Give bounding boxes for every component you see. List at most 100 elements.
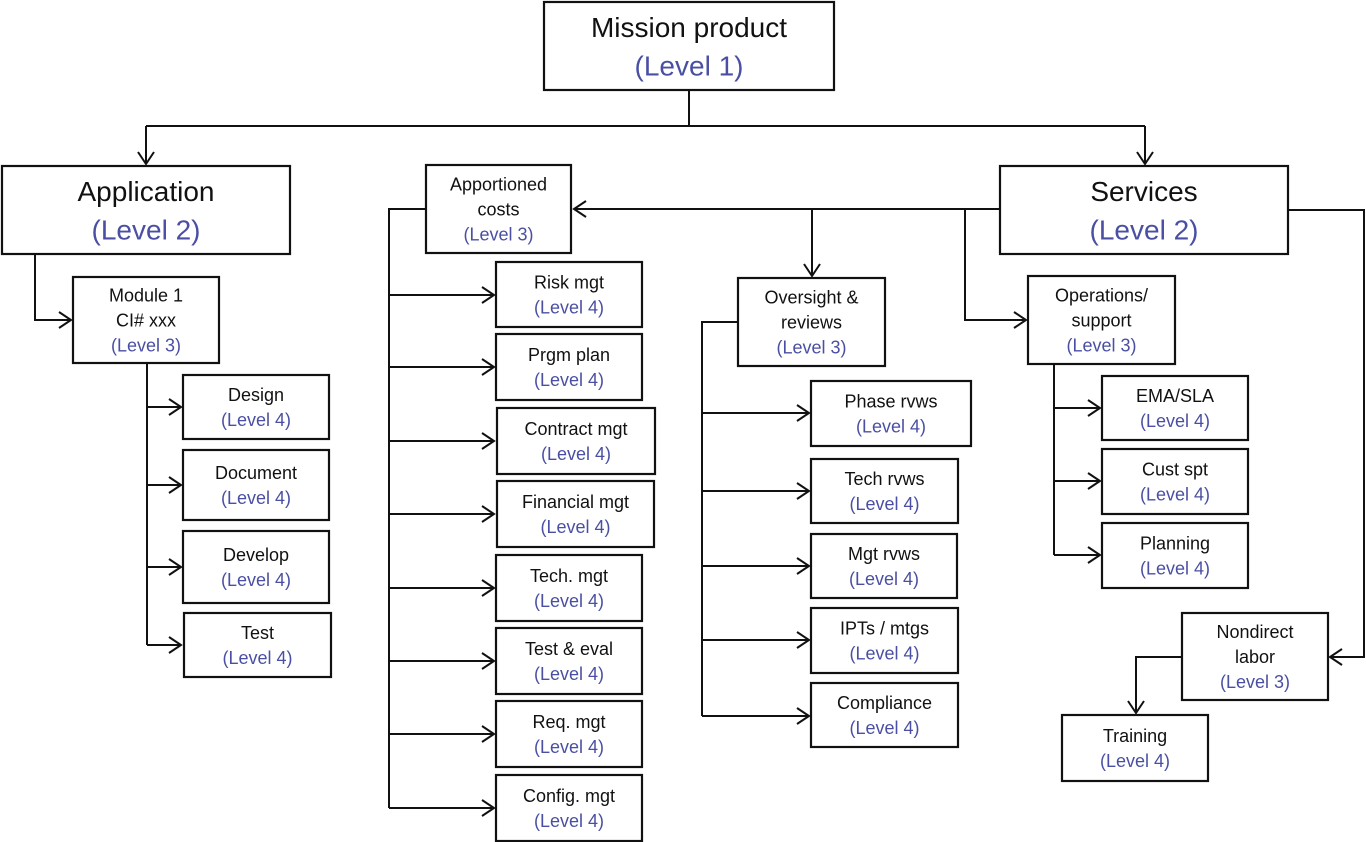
node-label: Risk mgt — [534, 273, 604, 293]
node-label: Phase rvws — [844, 392, 937, 412]
node-box — [736, 276, 887, 368]
level-label: (Level 4) — [221, 410, 291, 430]
node-test: Test (Level 4) — [182, 611, 333, 679]
arrowhead — [572, 200, 587, 218]
arrowhead — [796, 707, 811, 725]
node-box — [809, 457, 960, 525]
node-box — [809, 379, 973, 448]
node-label: Cust spt — [1142, 460, 1208, 480]
node-label: Document — [215, 463, 297, 483]
level-label: (Level 4) — [534, 297, 604, 317]
node-label: Mission product — [591, 12, 787, 43]
node-box — [1100, 447, 1250, 516]
level-label: (Level 4) — [534, 811, 604, 831]
arrowhead — [796, 631, 811, 649]
arrowhead — [168, 636, 183, 654]
node-label: Planning — [1140, 534, 1210, 554]
node-box — [1100, 521, 1250, 590]
node-label: Tech. mgt — [530, 566, 608, 586]
node-label: Financial mgt — [522, 492, 629, 512]
arrowhead — [481, 286, 496, 304]
node-box — [181, 448, 331, 522]
arrowhead — [481, 358, 496, 376]
level-label: (Level 4) — [849, 569, 919, 589]
node-operations: Operations/support(Level 3) — [1026, 274, 1177, 366]
level-label: (Level 4) — [534, 591, 604, 611]
node-req: Req. mgt(Level 4) — [494, 699, 644, 769]
node-ema: EMA/SLA (Level 4) — [1100, 374, 1250, 442]
node-label: Services — [1090, 176, 1197, 207]
node-config: Config. mgt (Level 4) — [494, 773, 644, 842]
node-label: Prgm plan — [528, 345, 610, 365]
connector-services-nondirect — [1288, 209, 1365, 658]
node-label: Apportioned — [450, 175, 547, 195]
level-label: (Level 4) — [1100, 751, 1170, 771]
node-label: Test & eval — [525, 639, 613, 659]
node-box — [1100, 374, 1250, 442]
node-box — [71, 275, 221, 365]
node-label: Mgt rvws — [848, 544, 920, 564]
node-box — [809, 532, 959, 600]
node-mission: Mission product (Level 1) — [542, 0, 836, 92]
arrowhead — [1087, 546, 1102, 564]
node-box — [1180, 611, 1330, 702]
arrowhead — [481, 579, 496, 597]
node-oversight: Oversight & reviews (Level 3) — [736, 276, 887, 368]
node-label: CI# xxx — [116, 310, 176, 330]
node-label: labor — [1235, 647, 1275, 667]
connector-application — [34, 254, 71, 321]
node-compliance: Compliance(Level 4) — [809, 681, 960, 749]
node-box — [495, 479, 656, 549]
arrowhead — [1328, 648, 1343, 666]
node-box — [495, 406, 657, 476]
node-box — [181, 373, 331, 441]
node-box — [494, 699, 644, 769]
node-training: Training(Level 4) — [1060, 713, 1210, 783]
node-label: Module 1 — [109, 286, 183, 306]
connector-nondirect-training — [1135, 656, 1182, 713]
arrowhead — [1127, 700, 1145, 715]
node-box — [494, 553, 644, 623]
node-design: Design (Level 4) — [181, 373, 331, 441]
node-financial: Financial mgt(Level 4) — [495, 479, 656, 549]
node-label: reviews — [781, 312, 842, 332]
arrowhead — [58, 311, 73, 329]
level-label: (Level 4) — [541, 444, 611, 464]
level-label: (Level 2) — [92, 214, 201, 245]
node-box — [1060, 713, 1210, 783]
node-label: Test — [241, 623, 274, 643]
node-label: EMA/SLA — [1136, 386, 1214, 406]
node-box — [1026, 274, 1177, 366]
arrowhead — [168, 558, 183, 576]
arrowhead — [796, 404, 811, 422]
node-label: costs — [477, 199, 519, 219]
node-label: Application — [78, 176, 215, 207]
level-label: (Level 4) — [849, 718, 919, 738]
node-label: Req. mgt — [532, 712, 605, 732]
node-label: Oversight & — [764, 288, 858, 308]
node-techrvws: Tech rvws(Level 4) — [809, 457, 960, 525]
connector-mission — [145, 90, 1146, 164]
arrowhead — [1087, 399, 1102, 417]
level-label: (Level 1) — [635, 50, 744, 81]
level-label: (Level 3) — [1066, 335, 1136, 355]
arrowhead — [481, 725, 496, 743]
level-label: (Level 3) — [776, 337, 846, 357]
level-label: (Level 4) — [1140, 411, 1210, 431]
node-label: Design — [228, 385, 284, 405]
arrowhead — [137, 151, 155, 166]
node-label: Config. mgt — [523, 786, 615, 806]
node-module1: Module 1 CI# xxx (Level 3) — [71, 275, 221, 365]
node-mgtrvws: Mgt rvws (Level 4) — [809, 532, 959, 600]
level-label: (Level 4) — [534, 664, 604, 684]
node-services: Services(Level 2) — [998, 164, 1290, 256]
node-testeval: Test & eval (Level 4) — [494, 626, 644, 696]
node-box — [494, 332, 644, 402]
connectors — [34, 90, 1365, 817]
node-box — [998, 164, 1290, 256]
level-label: (Level 4) — [222, 648, 292, 668]
level-label: (Level 3) — [111, 335, 181, 355]
node-planning: Planning(Level 4) — [1100, 521, 1250, 590]
